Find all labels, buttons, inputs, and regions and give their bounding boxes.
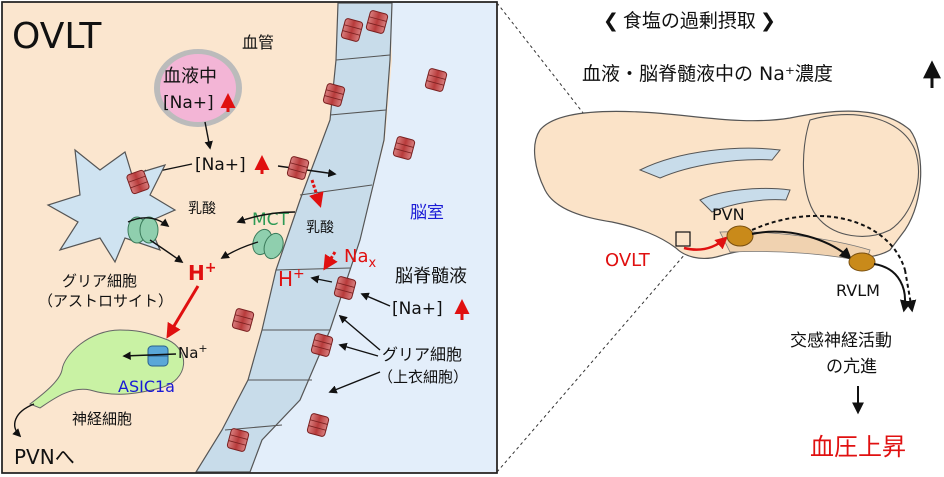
glia-lactate-label: 乳酸 [188,201,216,217]
ventricle-label: 脳室 [410,203,444,223]
pvn-to-rvlm-arrow-icon [751,230,852,260]
glia-label-line2: （アストロサイト） [38,292,173,310]
left-panel-border [1,1,498,474]
cerebellum [802,114,919,237]
pvn-output-label: PVNへ [14,445,75,469]
blood-vessel [160,54,236,122]
h-to-asic-arrow-icon [166,285,200,339]
na-into-neuron-arrow-icon [122,351,177,360]
glia-label-line1: グリア細胞 [62,272,137,290]
ovlt-marker [675,231,691,247]
neuron-to-pvn-arrow-icon [12,403,35,438]
pvn-label: PVN [712,205,745,224]
ependymal-pointer-arrow-icon [338,342,379,357]
interstitial-na-label: [Na+] [195,155,246,175]
blood-na-line2: [Na+] [163,93,214,113]
right-panel: ❮食塩の過剰摂取❯ 血液・脳脊髄液中の Na⁺濃度 OVLT PVN RVLM … [534,10,941,461]
neuron-cell [28,329,184,409]
nax-label: Nax [344,246,377,271]
brain-ventricle-2 [699,188,791,213]
h-plus-ependymal: H+ [278,266,305,291]
csf-na-to-h-arrow-icon [310,275,333,284]
ependymal-layer [194,2,393,473]
csf-na-label: [Na+] [392,299,443,319]
blood-vessel-label: 血管 [242,33,274,52]
ependymal-lactate-label: 乳酸 [306,220,334,236]
astrocyte-mct-icon [127,216,159,244]
pvn-nucleus [726,225,754,247]
h-plus-glia: H+ [188,260,216,285]
ventricle-area [250,3,496,472]
asic1a-channel-icon [147,345,169,367]
glia-lactate-export-arrow-icon [127,217,170,228]
ependymal-mct-icon [252,228,284,260]
blood-na-line1: 血液中 [163,66,217,87]
ependymal-pointer-arrow-icon [338,314,381,351]
nax-to-lactate-arrow-icon [309,179,324,208]
lactate-to-mct-arrow-icon [236,211,296,224]
salt-header: ❮食塩の過剰摂取❯ [603,10,776,32]
csf-label: 脳脊髄液 [395,266,467,287]
nax-to-h-arrow-icon [323,251,338,271]
ependymal-label-line2: （上衣細胞） [378,368,468,386]
na-plus-asic-label: Na+ [178,342,208,362]
glia-h-export-arrow-icon [149,239,184,263]
ependymal-label-line1: グリア細胞 [382,345,462,364]
dotted-spinal-arrow-icon [904,269,917,313]
na-concentration-subheader: 血液・脳脊髄液中の Na⁺濃度 [582,63,833,85]
rvlm-nucleus [848,252,876,272]
ovlt-to-pvn-arrow-icon [683,236,728,251]
rvlm-label: RVLM [836,281,880,300]
blood-pressure-result: 血圧上昇 [810,433,906,461]
pvn-dotted-path [751,214,906,271]
mct-h-export-arrow-icon [220,241,259,259]
ovlt-title: OVLT [12,16,102,57]
vessel-to-interstitial-arrow-icon [204,121,213,150]
ovlt-brain-label: OVLT [605,250,651,271]
asic1a-label: ASIC1a [118,377,175,396]
brain-ventricle [638,147,781,179]
sympathetic-line1: 交感神経活動 [790,331,892,351]
sympathetic-line2: の亢進 [826,357,877,377]
left-panel: OVLT 血管 血液中 [Na+] [Na+] 乳酸 H+ MCT [1,1,498,474]
ependymal-pointer-arrow-icon [328,371,381,394]
neuron-label: 神経細胞 [72,410,132,428]
csf-na-to-channel-arrow-icon [360,292,391,307]
